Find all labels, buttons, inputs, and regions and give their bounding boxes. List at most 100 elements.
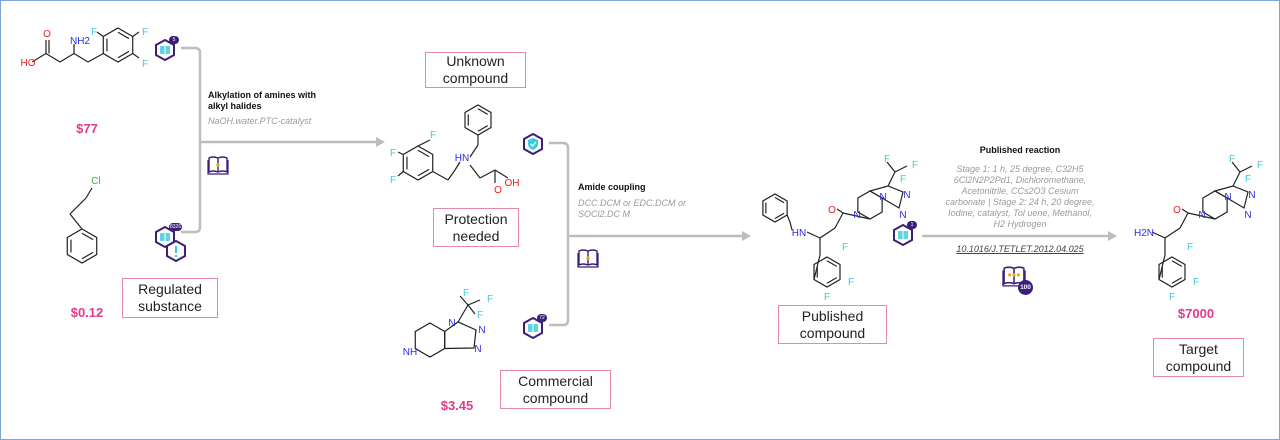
bond (31, 52, 47, 63)
bond (96, 31, 104, 37)
aromatic-bond (826, 260, 838, 267)
reaction-3-conditions: Stage 1: 1 h, 25 degree, C32H5 6Cl2N2P2P… (945, 164, 1095, 229)
aromatic-bond (117, 31, 130, 40)
atom-label: H2N (1134, 228, 1154, 239)
bond (467, 299, 481, 306)
aromatic-bond (774, 196, 785, 204)
atom-label: N (1248, 190, 1255, 201)
bond (1181, 208, 1189, 214)
benzyl-ring (464, 104, 492, 136)
atom-label: F (842, 242, 848, 253)
bond (1239, 165, 1253, 173)
bond (69, 213, 83, 230)
bond (432, 170, 449, 181)
atom-label: O (494, 185, 502, 196)
bond (836, 208, 844, 214)
trifluorophenyl-ring (102, 27, 134, 63)
atom-label: N (478, 325, 485, 336)
atom-label: N (903, 190, 910, 201)
aromatic-bond (1171, 277, 1183, 284)
benzyl-ring (762, 193, 788, 223)
reaction-2-title: Amide coupling (578, 182, 646, 192)
tag-published-compound: Published compound (778, 305, 887, 344)
compound-source-icon[interactable]: 8326 (155, 223, 185, 254)
atom-label: O (43, 29, 51, 40)
tag-unknown-compound: Unknown compound (425, 52, 526, 88)
bond (132, 53, 140, 59)
triazole-ring (444, 321, 477, 350)
atom-label: F (912, 160, 918, 171)
atom-label: HN (455, 153, 469, 164)
arrowhead-step3 (1108, 231, 1117, 241)
trifluorophenyl-ring (1158, 256, 1186, 288)
reaction-1-conditions: NaOH.water.PTC-catalyst (208, 116, 312, 126)
piperazine-ring (414, 322, 446, 358)
atom-label: F (463, 288, 469, 299)
atom-label: F (91, 27, 97, 38)
reaction-3-title: Published reaction (979, 145, 1061, 155)
aromatic-bond (417, 168, 430, 177)
atom-label: F (1187, 242, 1193, 253)
bond (1151, 231, 1166, 239)
regulated-warning-icon[interactable] (166, 240, 186, 262)
atom-label: F (1169, 292, 1175, 303)
atom-label: N (474, 344, 481, 355)
aromatic-bond (81, 232, 94, 241)
bond (467, 304, 476, 315)
triazole-ring (868, 185, 904, 209)
bond (447, 169, 456, 181)
atom-label: O (1173, 205, 1181, 216)
atom-label: F (390, 175, 396, 186)
bond (887, 171, 896, 187)
reference-count-badge: 100 (1018, 280, 1033, 295)
compound-source-icon[interactable]: 72 (523, 314, 553, 345)
literature-book-icon[interactable] (207, 155, 229, 175)
atom-label: F (1245, 174, 1251, 185)
atom-label: OH (505, 178, 520, 189)
aromatic-bond (417, 149, 430, 158)
published-reaction-book[interactable]: 100 (1001, 265, 1035, 295)
count-badge: 72 (537, 314, 547, 322)
bond (45, 52, 61, 63)
reaction-2-conditions: DCC.DCM or EDC.DCM or SOCl2.DC M (578, 198, 686, 219)
bond (132, 31, 140, 37)
bond (806, 231, 821, 239)
atom-label: NH2 (70, 36, 90, 47)
atom-label: HO (21, 58, 36, 69)
atom-label: Cl (91, 176, 100, 187)
trifluorophenyl-ring (402, 145, 434, 181)
atom-label: F (1229, 154, 1235, 165)
atom-label: N (1244, 210, 1251, 221)
atom-label: O (828, 205, 836, 216)
compound-source-icon[interactable]: 5 (155, 36, 185, 67)
bond (786, 214, 791, 223)
compound-source-icon[interactable]: 1 (893, 221, 923, 252)
bond (789, 221, 793, 231)
atom-label: HN (792, 228, 806, 239)
bond (59, 52, 75, 63)
atom-label: F (848, 277, 854, 288)
hexagon-book-icon (523, 316, 543, 340)
tag-commercial-compound: Commercial compound (500, 370, 611, 409)
aromatic-bond (81, 251, 94, 260)
reaction-3-doi-link[interactable]: 10.1016/J.TETLET.2012.04.025 (956, 244, 1084, 254)
bond (397, 171, 404, 177)
bond (1231, 161, 1241, 173)
price-starting-material-2: $0.12 (70, 305, 104, 320)
atom-label: F (487, 294, 493, 305)
literature-book-icon[interactable] (577, 248, 599, 268)
trifluorophenyl-ring (813, 256, 841, 288)
aromatic-bond (117, 50, 130, 59)
benzene-ring (66, 228, 98, 264)
bond (886, 161, 896, 173)
price-starting-material-1: $77 (76, 121, 98, 136)
atom-label: F (824, 292, 830, 303)
atom-label: N (879, 192, 886, 203)
atom-label: F (390, 148, 396, 159)
triazole-ring (1213, 185, 1249, 209)
protection-shield-icon[interactable] (523, 133, 543, 155)
count-badge: 1 (907, 221, 917, 229)
atom-label: F (884, 154, 890, 165)
atom-label: F (1193, 277, 1199, 288)
